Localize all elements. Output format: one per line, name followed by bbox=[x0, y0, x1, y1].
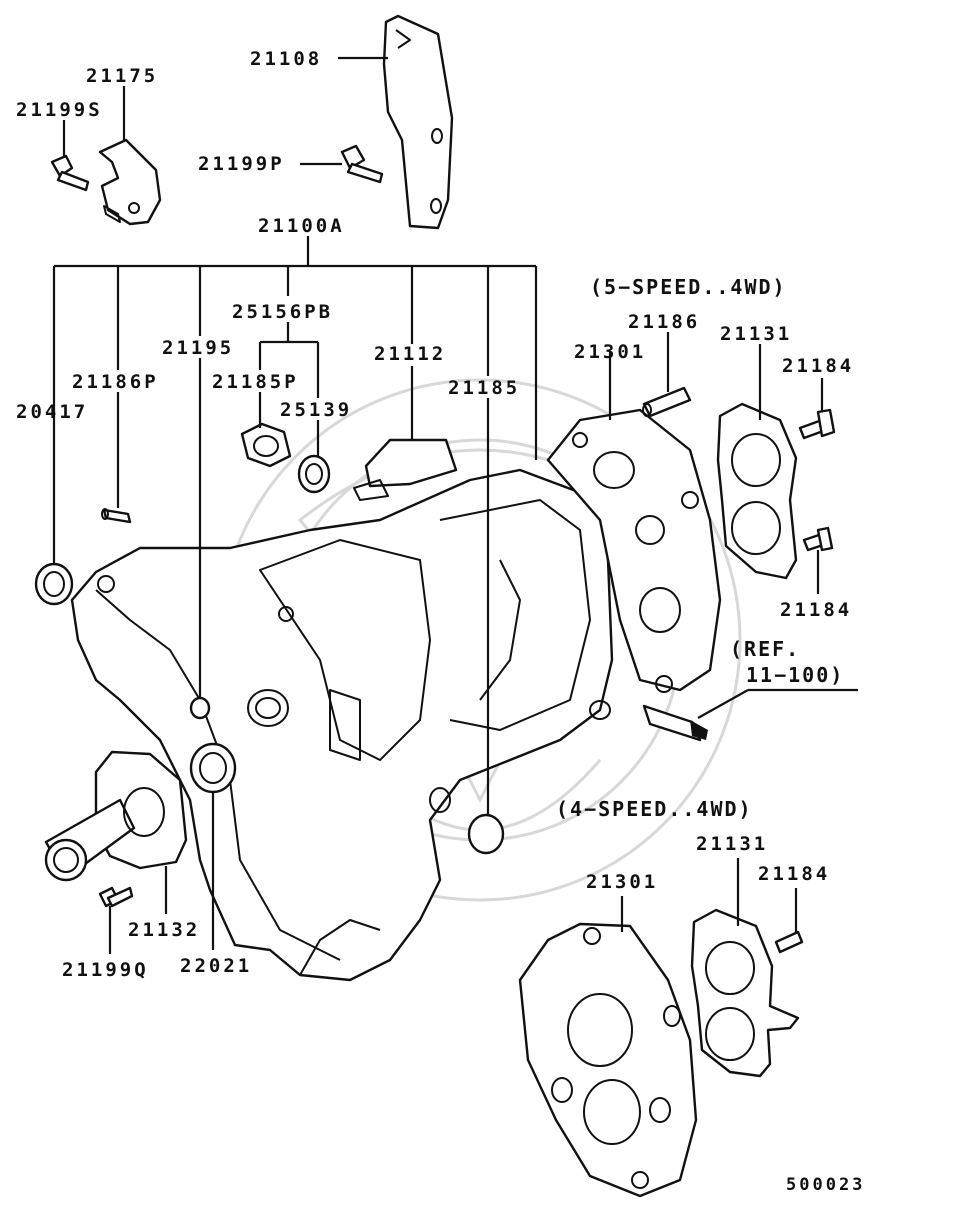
rear-housing-21301-4speed bbox=[518, 922, 698, 1198]
bearing-retainer-21132 bbox=[44, 750, 188, 882]
label-21184-4speed: 21184 bbox=[758, 863, 830, 885]
bolt-21184-lower bbox=[802, 526, 834, 552]
leader-lines bbox=[52, 56, 858, 954]
label-25139: 25139 bbox=[280, 399, 352, 421]
label-21131-5speed: 21131 bbox=[720, 323, 792, 345]
label-21175: 21175 bbox=[86, 65, 158, 87]
clip-21175 bbox=[98, 138, 162, 226]
plug-21185 bbox=[467, 813, 505, 855]
label-21184-lower: 21184 bbox=[780, 599, 852, 621]
label-21185: 21185 bbox=[448, 377, 520, 399]
label-21112: 21112 bbox=[374, 343, 446, 365]
label-22021: 22021 bbox=[180, 955, 252, 977]
label-21199Q: 21199Q bbox=[62, 959, 149, 981]
label-21186P: 21186P bbox=[72, 371, 159, 393]
label-21186: 21186 bbox=[628, 311, 700, 333]
header-4-speed-4wd: (4−SPEED..4WD) bbox=[556, 797, 753, 821]
label-20417: 20417 bbox=[16, 401, 88, 423]
plug-21185P bbox=[240, 422, 292, 468]
label-21199P: 21199P bbox=[198, 153, 285, 175]
bolt-21184-4speed bbox=[774, 930, 804, 954]
ref-line-2: 11−100) bbox=[746, 663, 844, 687]
label-21199S: 21199S bbox=[16, 99, 103, 121]
bolt-21199Q bbox=[98, 886, 134, 908]
bolt-21199S bbox=[50, 154, 90, 192]
bolt-21199P bbox=[340, 144, 384, 184]
label-21195: 21195 bbox=[162, 337, 234, 359]
bolt-21184-upper bbox=[798, 408, 836, 440]
transmission-case-21100A bbox=[70, 468, 614, 982]
rear-housing-21301-5speed bbox=[546, 408, 722, 693]
label-25156PB: 25156PB bbox=[232, 301, 333, 323]
seal-22021 bbox=[189, 742, 237, 794]
ref-line-1: (REF. bbox=[730, 637, 800, 661]
bracket-21108 bbox=[382, 14, 454, 230]
gasket-21131-4speed bbox=[690, 908, 800, 1078]
label-21185P: 21185P bbox=[212, 371, 299, 393]
plug-21195 bbox=[189, 696, 211, 720]
pin-21186 bbox=[642, 386, 692, 418]
label-21184-upper: 21184 bbox=[782, 355, 854, 377]
pin-21186P bbox=[101, 508, 132, 524]
label-21108: 21108 bbox=[250, 48, 322, 70]
label-21132: 21132 bbox=[128, 919, 200, 941]
gasket-21131-5speed bbox=[716, 402, 798, 580]
drawing-number: 500023 bbox=[786, 1175, 865, 1195]
label-21301-5speed: 21301 bbox=[574, 341, 646, 363]
label-21301-4speed: 21301 bbox=[586, 871, 658, 893]
label-21131-4speed: 21131 bbox=[696, 833, 768, 855]
cover-21112 bbox=[353, 438, 458, 501]
seal-20417 bbox=[34, 562, 74, 606]
label-21100A: 21100A bbox=[258, 215, 345, 237]
washer-25139 bbox=[297, 454, 331, 494]
labels: 21108 21175 21199S 21199P 21100A 25156PB… bbox=[16, 48, 865, 1195]
clip-ref-11-100 bbox=[642, 704, 708, 742]
header-5-speed-4wd: (5−SPEED..4WD) bbox=[590, 275, 787, 299]
